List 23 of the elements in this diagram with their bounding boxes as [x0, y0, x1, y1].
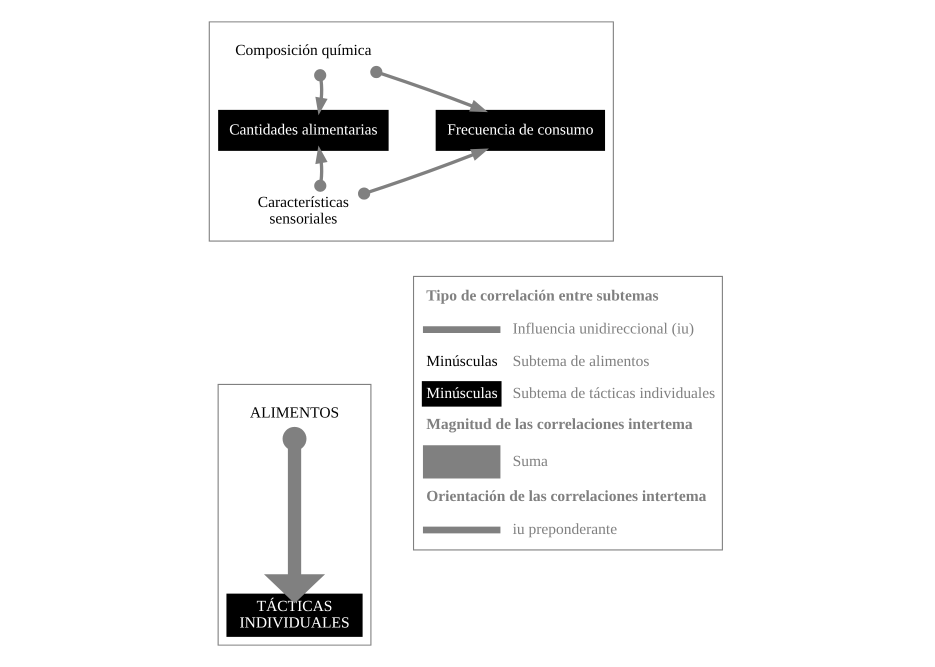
label: Minúsculas [426, 384, 498, 402]
node-text: Características sensoriales [258, 194, 349, 228]
node-text: ALIMENTOS [250, 404, 340, 422]
arrow [314, 69, 328, 116]
legend-label: iu preponderante [512, 521, 618, 538]
arrow [314, 146, 328, 192]
node-text: Composición química [235, 42, 372, 59]
legend-label: Influencia unidireccional (iu) [512, 320, 694, 338]
cluster [208, 21, 614, 242]
label: Minúsculas [426, 352, 498, 370]
arrow [264, 426, 326, 604]
cluster [218, 384, 372, 646]
legend-label: Subtema de tácticas individuales [512, 384, 716, 402]
label: Orientación de las correlaciones intertema [426, 488, 706, 505]
label: Tipo de correlación entre subtemas [426, 288, 659, 305]
label: Magnitud de las correlaciones intertema [426, 416, 693, 433]
legend-label: Suma [512, 453, 548, 470]
legend-label: Subtema de alimentos [512, 352, 650, 370]
node-box: Cantidades alimentarias [218, 110, 389, 151]
arrow [370, 66, 488, 112]
arrow [358, 148, 489, 200]
node-box: TÁCTICAS INDIVIDUALES [226, 594, 363, 637]
node-box: Frecuencia de consumo [436, 110, 606, 151]
